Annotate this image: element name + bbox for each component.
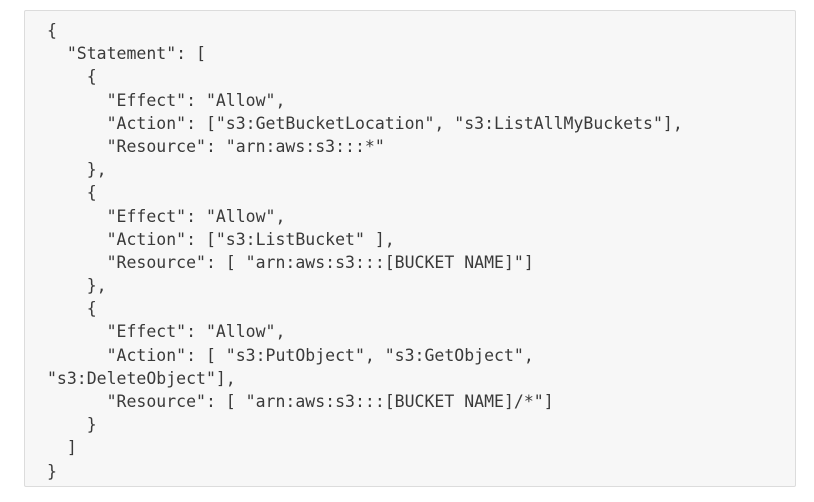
code-line: } — [47, 461, 57, 481]
code-block: { "Statement": [ { "Effect": "Allow", "A… — [24, 10, 796, 487]
code-lines: { "Statement": [ { "Effect": "Allow", "A… — [47, 19, 683, 483]
code-line: "Resource": [ "arn:aws:s3:::[BUCKET NAME… — [47, 392, 554, 411]
code-line: "Action": ["s3:GetBucketLocation", "s3:L… — [47, 113, 683, 133]
code-line: "Effect": "Allow", — [47, 206, 286, 226]
code-line: "Resource": "arn:aws:s3:::*" — [47, 136, 385, 156]
code-line: { — [47, 299, 97, 319]
code-line: } — [47, 415, 97, 435]
code-line: "Effect": "Allow", — [47, 322, 286, 342]
code-line: "Resource": [ "arn:aws:s3:::[BUCKET NAME… — [47, 252, 534, 272]
code-line: ] — [47, 438, 77, 458]
code-line: "Effect": "Allow", — [47, 90, 286, 110]
code-line: "s3:DeleteObject"], — [47, 368, 236, 388]
code-line: "Action": [ "s3:PutObject", "s3:GetObjec… — [47, 345, 534, 365]
code-line: { — [47, 67, 97, 87]
code-line: }, — [47, 160, 107, 180]
code-line: { — [47, 21, 57, 40]
code-line: { — [47, 183, 97, 203]
code-line: "Action": ["s3:ListBucket" ], — [47, 229, 395, 249]
code-line: "Statement": [ — [47, 44, 206, 64]
code-line: }, — [47, 276, 107, 296]
